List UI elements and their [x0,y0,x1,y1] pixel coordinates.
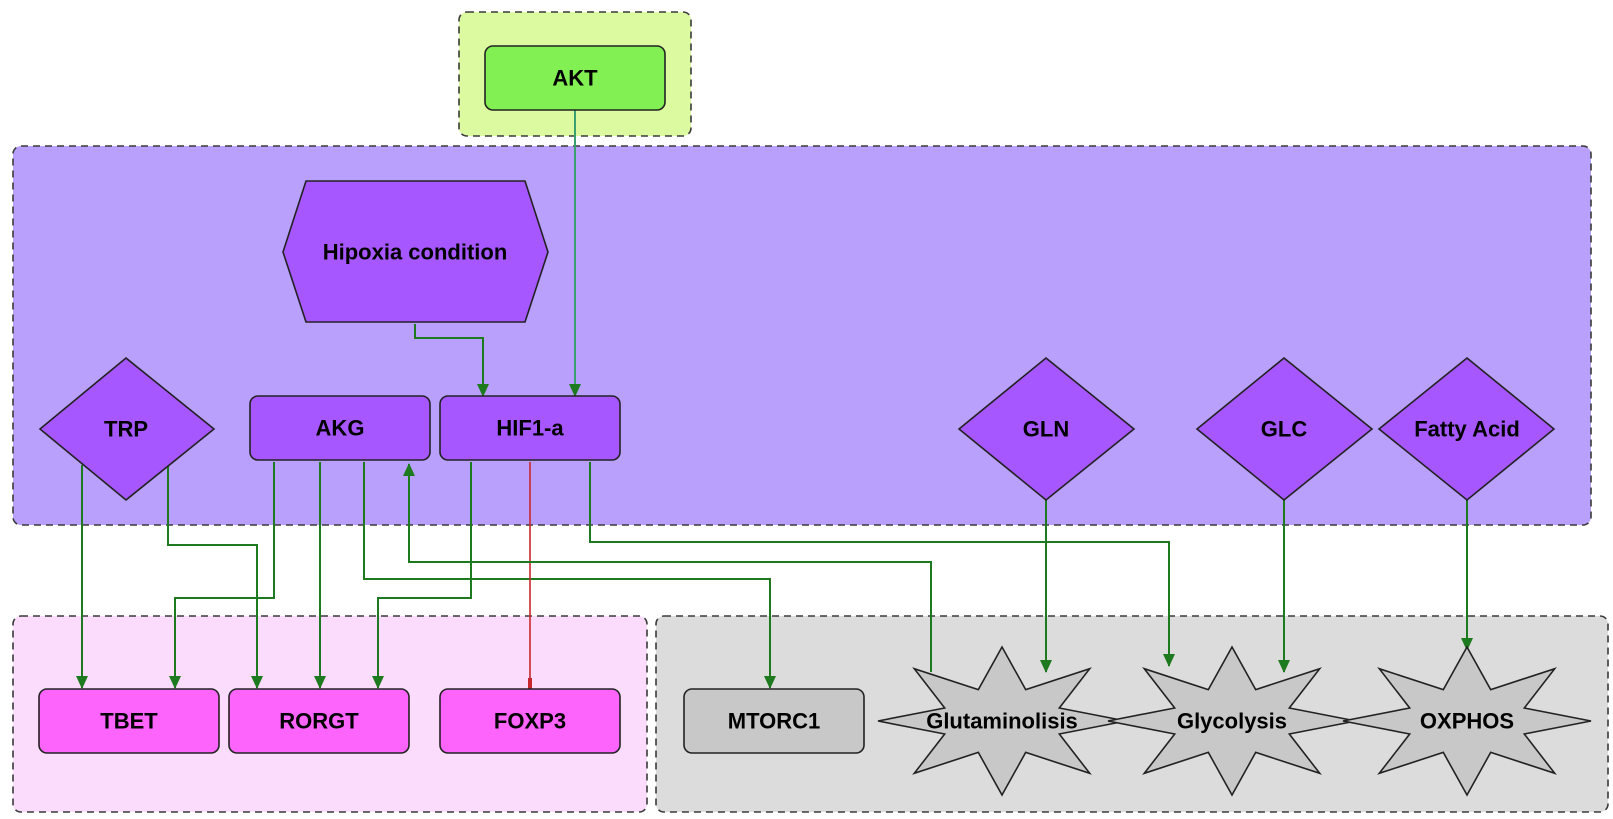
node-tbet[interactable]: TBET [38,688,220,754]
edge-hif1a-glycolysis [589,462,1175,667]
node-rorgt[interactable]: RORGT [228,688,410,754]
rorgt-label: RORGT [279,709,359,734]
fatty-acid-label: Fatty Acid [1414,417,1520,442]
mtorc1-box [683,688,865,754]
hif1a-box [439,395,621,461]
edge-akg-mtorc1 [363,462,776,689]
edge-hypoxia-hif1a [414,324,489,397]
node-mtorc1[interactable]: MTORC1 [683,688,865,754]
edge-hif1a-rorgt [372,462,472,689]
node-trp[interactable]: TRP [38,356,216,502]
glycolysis-label: Glycolysis [1177,709,1287,734]
node-gln[interactable]: GLN [957,356,1136,502]
glutaminolisis-star [877,645,1127,797]
hif1a-label: HIF1-a [496,416,564,441]
foxp3-label: FOXP3 [494,709,566,734]
edges [76,110,1473,694]
akt-label: AKT [552,66,598,91]
edge-akg-tbet [169,462,275,689]
oxphos-star [1342,645,1592,797]
hypoxia-hexagon [282,180,549,323]
node-glc[interactable]: GLC [1195,356,1374,502]
hypoxia-label: Hipoxia condition [323,240,508,265]
rorgt-box [228,688,410,754]
node-foxp3[interactable]: FOXP3 [439,688,621,754]
glycolysis-star [1107,645,1357,797]
edge-trp-rorgt [167,465,263,689]
akt-box [484,45,666,111]
fatty-acid-diamond [1377,356,1556,502]
edge-glutaminolisis-akg [403,463,932,672]
node-hif1a[interactable]: HIF1-a [439,395,621,461]
tbet-box [38,688,220,754]
trp-label: TRP [104,417,148,442]
akg-box [249,395,431,461]
oxphos-label: OXPHOS [1420,709,1514,734]
node-akg[interactable]: AKG [249,395,431,461]
glc-label: GLC [1261,417,1308,442]
mtorc1-label: MTORC1 [728,709,821,734]
node-fatty-acid[interactable]: Fatty Acid [1377,356,1556,502]
akg-label: AKG [316,416,365,441]
foxp3-box [439,688,621,754]
node-glycolysis[interactable]: Glycolysis [1107,645,1357,797]
gln-label: GLN [1023,417,1069,442]
metabolism-group [655,615,1609,813]
node-hypoxia[interactable]: Hipoxia condition [282,180,549,323]
glc-diamond [1195,356,1374,502]
node-glutaminolisis[interactable]: Glutaminolisis [877,645,1127,797]
tbet-label: TBET [100,709,158,734]
node-oxphos[interactable]: OXPHOS [1342,645,1592,797]
node-akt[interactable]: AKT [484,45,666,111]
trp-diamond [38,356,216,502]
gln-diamond [957,356,1136,502]
main-signaling-group [12,145,1592,526]
glutaminolisis-label: Glutaminolisis [926,709,1078,734]
